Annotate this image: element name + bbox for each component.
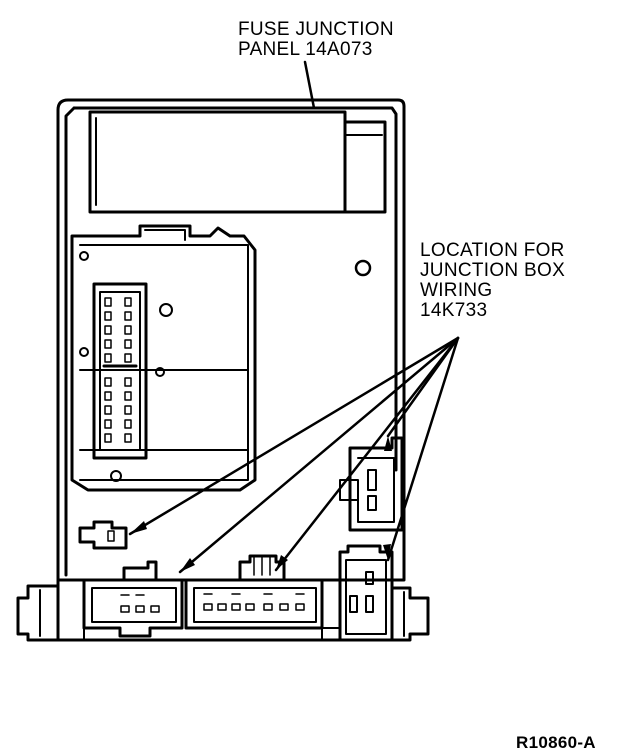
fuse-panel-leader xyxy=(303,60,316,110)
fuse-module-tab xyxy=(343,120,387,214)
wiring-location-line4: 14K733 xyxy=(420,300,488,321)
wiring-location-label: LOCATION FOR JUNCTION BOX WIRING 14K733 xyxy=(420,241,565,321)
mounting-hole xyxy=(159,303,173,317)
figure-id: R10860-A xyxy=(516,733,596,752)
fuse-module xyxy=(88,110,347,214)
module-housing xyxy=(70,224,257,492)
arrowheads xyxy=(130,436,392,572)
left-mounting-ear xyxy=(16,584,86,642)
multi-pin-connector xyxy=(92,282,148,460)
panel-inner-rim xyxy=(64,106,398,577)
fuse-panel-label-line2: PANEL 14A073 xyxy=(238,39,373,60)
small-connector xyxy=(78,520,128,550)
panel-outline xyxy=(56,98,406,582)
right-mounting-ear xyxy=(390,586,430,642)
connector-pins xyxy=(104,297,132,443)
wiring-location-line1: LOCATION FOR xyxy=(420,240,565,261)
fuse-panel-label: FUSE JUNCTION PANEL 14A073 xyxy=(238,20,394,60)
location-leaders xyxy=(128,336,460,574)
wiring-location-line2: JUNCTION BOX xyxy=(420,260,566,281)
fuse-panel-label-line1: FUSE JUNCTION xyxy=(238,19,394,40)
wiring-location-line3: WIRING xyxy=(420,280,493,301)
bottom-left-connector xyxy=(82,560,184,638)
mounting-hole xyxy=(354,259,372,277)
right-upper-connector xyxy=(348,436,404,532)
